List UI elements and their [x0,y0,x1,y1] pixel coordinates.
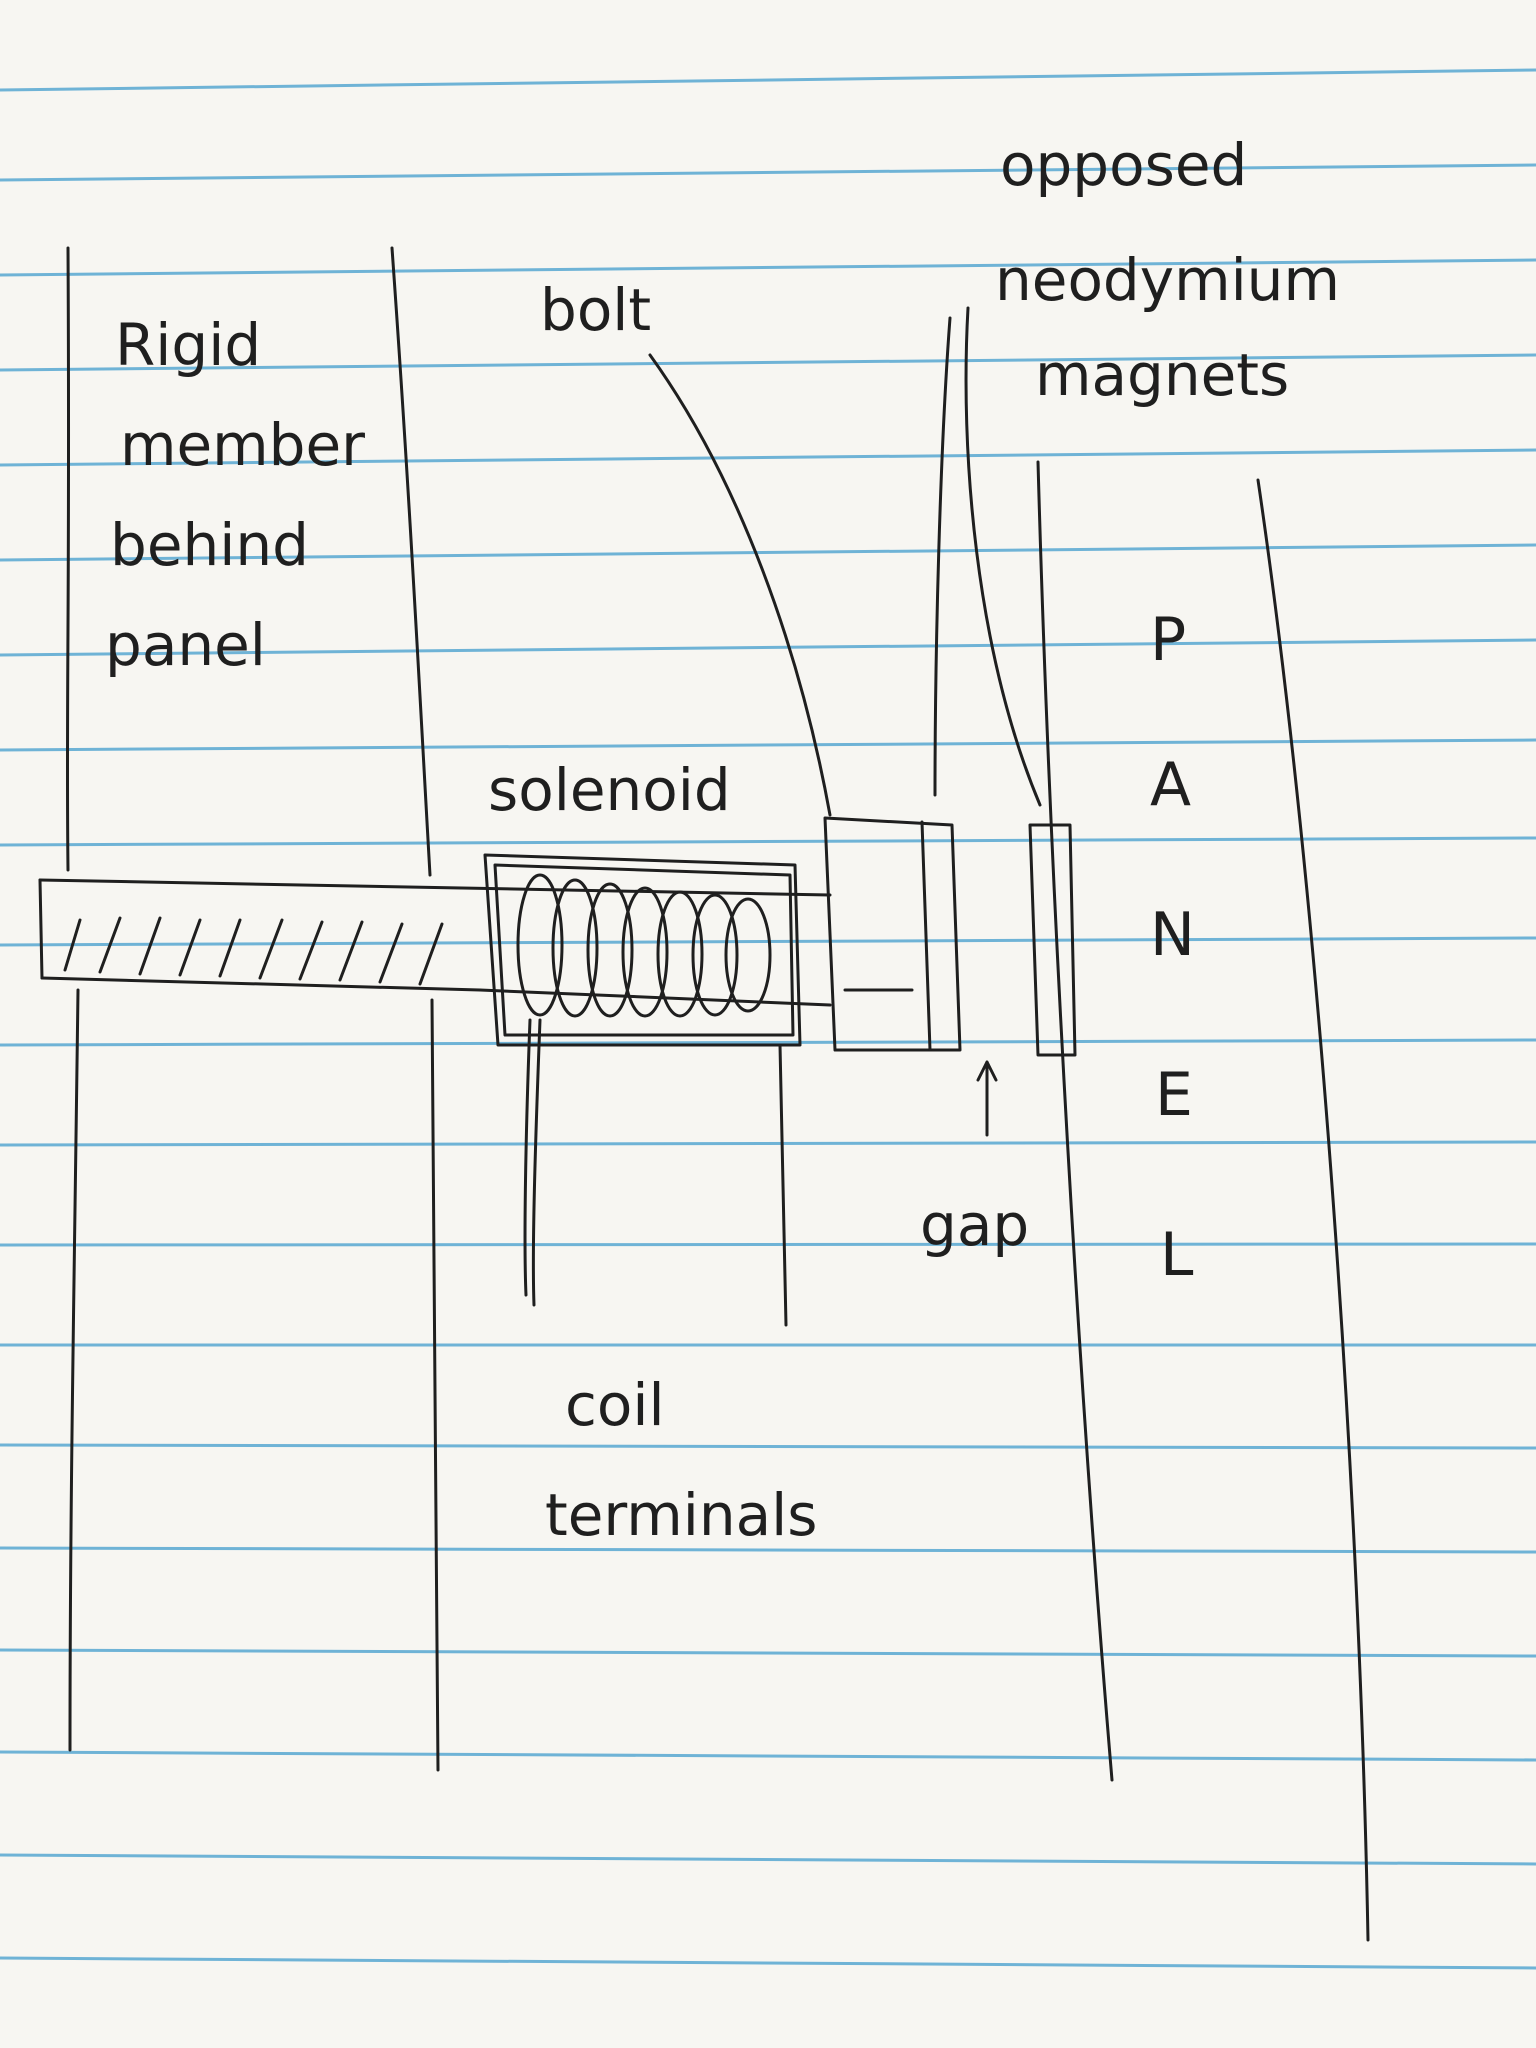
label-magnets-line3: magnets [1035,341,1289,409]
label-rigid-member-line4: panel [105,611,266,679]
bolt-leader [648,353,832,817]
label-gap: gap [920,1191,1029,1259]
labels: Rigid member behind panel bolt opposed n… [105,131,1340,1549]
magnet-leader-1 [933,316,952,797]
coil-terminal-wires [523,1018,788,1327]
bolt-head [823,816,962,1052]
label-panel-e: E [1155,1060,1193,1130]
label-panel-a: A [1150,750,1191,820]
label-rigid-member-line2: member [120,411,365,479]
rigid-member-left-edge-lower [68,988,80,1752]
rigid-member-right-edge-lower [430,998,440,1772]
label-rigid-member-line1: Rigid [115,311,261,379]
label-solenoid: solenoid [488,756,731,824]
shaft [38,878,832,1007]
ruled-lines [0,68,1536,1970]
label-rigid-member-line3: behind [110,511,309,579]
solenoid-housing [483,853,802,1047]
magnet-leader-2 [964,306,1042,807]
label-panel-p: P [1150,605,1186,675]
label-panel-n: N [1150,900,1195,970]
label-magnets-line1: opposed [1000,131,1247,199]
leader-lines [648,306,1042,1137]
coil-spring [516,873,772,1018]
rigid-member [65,246,440,1772]
panel [1036,460,1370,1942]
label-magnets-line2: neodymium [995,246,1340,314]
panel-right-edge [1256,478,1370,1942]
label-coil-terminals-line2: terminals [545,1481,818,1549]
label-coil-terminals-line1: coil [565,1371,665,1439]
rigid-member-right-edge [390,246,432,877]
panel-left-edge [1036,460,1114,1782]
label-bolt: bolt [540,276,651,344]
rigid-member-left-edge [65,246,71,872]
gap-arrow [976,1060,998,1137]
magnet-plate [1028,823,1077,1057]
shaft-hatching [63,916,444,986]
label-panel-l: L [1160,1220,1194,1290]
